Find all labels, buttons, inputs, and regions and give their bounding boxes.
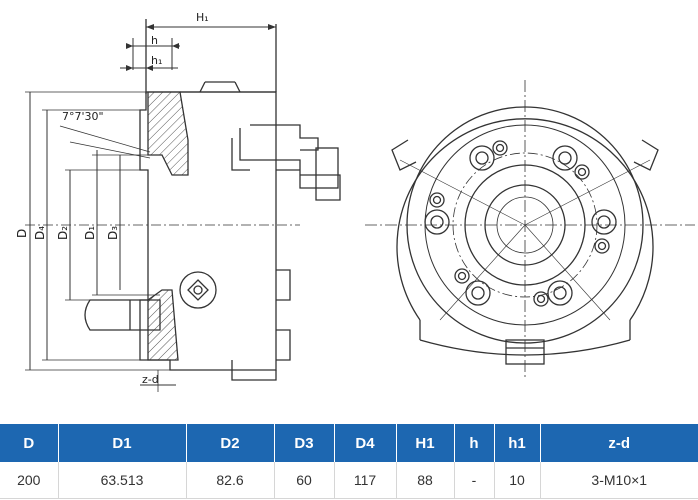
header-h: h [454,424,495,462]
front-view [365,80,695,380]
side-view [25,19,341,392]
header-z-d: z-d [540,424,698,462]
label-d2: D₂ [56,226,70,240]
side-view-labels: H₁ h h₁ 7°7'30" D D₄ D₂ D₁ D₃ z-d [15,11,209,386]
cell-h1: 88 [396,462,455,499]
label-h: h [151,34,158,47]
label-d: D [15,229,29,238]
header-d3: D3 [274,424,335,462]
label-angle: 7°7'30" [62,110,104,123]
header-d: D [0,424,59,462]
cell-d4: 117 [334,462,397,499]
technical-drawing: H₁ h h₁ 7°7'30" D D₄ D₂ D₁ D₃ z-d [15,11,695,392]
cell-d1: 63.513 [58,462,187,499]
label-d4: D₄ [33,226,47,240]
table-row: 200 63.513 82.6 60 117 88 - 10 3-M10×1 [0,462,698,499]
cell-h1-small: 10 [494,462,541,499]
header-d1: D1 [58,424,187,462]
label-d3: D₃ [106,226,120,240]
header-h1-small: h1 [494,424,541,462]
label-h1: h₁ [151,54,162,67]
cell-d: 200 [0,462,59,499]
header-h1: H1 [396,424,455,462]
cell-d2: 82.6 [186,462,275,499]
cell-h: - [454,462,495,499]
label-d1: D₁ [83,226,97,240]
label-h1-total: H₁ [196,11,209,24]
header-d2: D2 [186,424,275,462]
cell-z-d: 3-M10×1 [540,462,698,499]
header-d4: D4 [334,424,397,462]
spec-table: D D1 D2 D3 D4 H1 h h1 z-d 200 63.513 82.… [0,424,698,499]
label-z-d: z-d [142,373,159,386]
table-header-row: D D1 D2 D3 D4 H1 h h1 z-d [0,424,698,462]
cell-d3: 60 [274,462,335,499]
